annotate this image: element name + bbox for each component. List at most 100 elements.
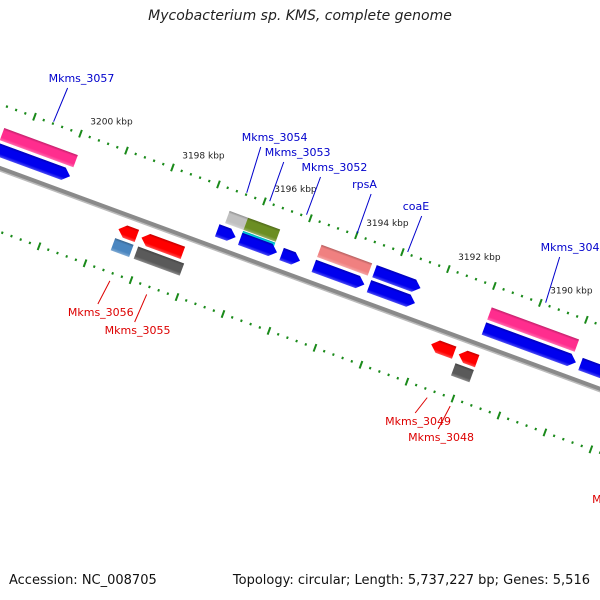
label-leader-line	[306, 176, 321, 215]
minor-tick	[364, 237, 367, 241]
gene-arrow-shade	[118, 225, 140, 243]
tick-label: 3200 kbp	[90, 117, 133, 127]
label-leader-line	[269, 161, 285, 202]
minor-tick	[97, 138, 101, 142]
gene-arrow-shade	[481, 322, 576, 367]
minor-tick	[166, 292, 170, 296]
minor-tick	[157, 288, 160, 292]
gene-feature	[141, 233, 186, 259]
minor-tick	[290, 210, 294, 213]
minor-tick	[552, 434, 556, 438]
minor-tick	[65, 254, 69, 258]
minor-tick	[207, 179, 211, 183]
minor-tick	[295, 339, 298, 343]
major-tick	[358, 360, 364, 369]
minor-tick	[203, 305, 206, 309]
minor-tick	[286, 336, 289, 340]
major-tick	[496, 411, 502, 420]
gene-feature	[279, 247, 301, 265]
minor-tick	[0, 231, 4, 235]
minor-tick	[345, 230, 349, 234]
minor-tick	[46, 248, 50, 252]
label-leader-line	[53, 87, 69, 122]
gene-feature	[311, 259, 365, 289]
tick-label: 3190 kbp	[550, 287, 593, 297]
minor-tick	[506, 417, 510, 421]
gene-label: Mkms_3057	[49, 72, 115, 85]
accession-text: Accession: NC_008705	[9, 573, 157, 588]
minor-tick	[318, 220, 321, 224]
minor-tick	[419, 257, 423, 261]
minor-tick	[465, 274, 469, 278]
gene-box-shade	[0, 128, 78, 168]
gene-feature	[450, 363, 474, 383]
label-leader-line	[246, 146, 262, 193]
gene-feature	[317, 244, 373, 276]
minor-tick	[184, 298, 188, 302]
major-tick	[308, 214, 313, 223]
genome-backbone	[0, 148, 600, 430]
minor-tick	[88, 135, 92, 139]
gene-feature	[118, 225, 140, 243]
tick-label: 3194 kbp	[366, 219, 409, 229]
label-leader-line	[414, 397, 428, 414]
minor-tick	[138, 282, 142, 285]
gene-feature	[0, 128, 78, 168]
gene-feature	[481, 322, 576, 367]
gene-box-shade	[487, 307, 580, 352]
minor-tick	[272, 203, 275, 207]
minor-tick	[442, 393, 446, 397]
minor-tick	[378, 370, 381, 373]
minor-tick	[212, 309, 216, 313]
gene-feature	[237, 232, 278, 257]
genome-backbone-shadow	[0, 152, 600, 431]
gene-label: coaE	[403, 200, 430, 213]
gene-feature	[366, 280, 415, 307]
minor-tick	[115, 145, 119, 149]
gene-box-shade	[243, 217, 281, 242]
minor-tick	[60, 125, 64, 129]
major-tick	[312, 343, 318, 352]
gene-box-shade	[317, 244, 373, 276]
major-tick	[404, 377, 410, 386]
gene-arrow-shade	[279, 247, 301, 265]
minor-tick	[5, 105, 9, 109]
minor-tick	[28, 241, 32, 245]
minor-tick	[433, 390, 436, 394]
minor-tick	[258, 326, 262, 329]
minor-tick	[474, 277, 478, 281]
map-track-group	[0, 105, 600, 455]
gene-arrow-shade	[311, 259, 365, 289]
minor-tick	[502, 287, 505, 291]
minor-tick	[194, 302, 197, 306]
minor-tick	[566, 311, 570, 315]
map-title: Mycobacterium sp. KMS, complete genome	[148, 8, 452, 24]
minor-tick	[561, 437, 565, 441]
minor-tick	[230, 315, 234, 319]
minor-tick	[106, 142, 110, 146]
gene-feature	[0, 143, 71, 180]
minor-tick	[341, 356, 344, 360]
gene-label: Mkms_3052	[302, 161, 368, 174]
minor-tick	[332, 353, 335, 357]
major-tick	[170, 163, 175, 172]
gene-label: Mkms_3055	[105, 324, 171, 337]
minor-tick	[180, 169, 184, 173]
minor-tick	[327, 223, 331, 227]
major-tick	[400, 248, 405, 257]
minor-tick	[382, 243, 386, 247]
minor-tick	[148, 285, 151, 289]
minor-tick	[469, 403, 473, 407]
tick-label: 3192 kbp	[458, 253, 501, 263]
gene-arrow-shade	[366, 280, 415, 307]
minor-tick	[368, 366, 372, 370]
gene-box-shade	[225, 210, 248, 230]
minor-tick	[276, 332, 280, 336]
minor-tick	[240, 319, 243, 323]
minor-tick	[189, 172, 193, 176]
gene-feature	[133, 246, 185, 276]
minor-tick	[520, 294, 524, 298]
minor-tick	[102, 268, 105, 272]
minor-tick	[299, 213, 303, 217]
